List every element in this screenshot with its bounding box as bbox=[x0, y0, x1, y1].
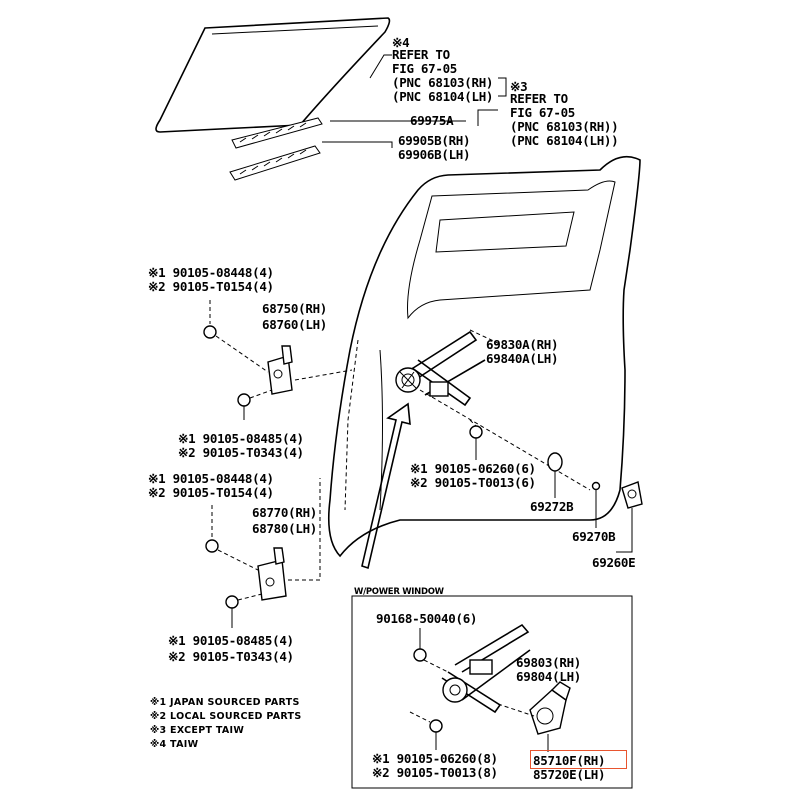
part-label-hinge-lower-lh[interactable]: 68780(LH) bbox=[252, 521, 318, 536]
regulator-bolt bbox=[469, 425, 483, 439]
hinge-bolt-lower-1 bbox=[205, 539, 219, 553]
pw-label-nut[interactable]: 90168-50040(6) bbox=[376, 611, 478, 626]
legend-item-3: ※3 EXCEPT TAIW bbox=[150, 725, 245, 736]
door-hinge-upper bbox=[267, 345, 293, 395]
clip-69272b bbox=[547, 452, 563, 472]
power-window-motor bbox=[529, 681, 571, 735]
power-window-box bbox=[351, 595, 633, 789]
power-window-title: W/POWER WINDOW bbox=[354, 587, 444, 597]
door-panel bbox=[327, 155, 641, 558]
ref-note-1-mark: ※4 bbox=[392, 35, 410, 50]
part-label-bolt-reg-a[interactable]: ※1 90105-06260(6) bbox=[410, 461, 536, 476]
part-label-bolt-mid-b[interactable]: ※2 90105-T0343(4) bbox=[178, 445, 304, 460]
ref-note-2-line3: (PNC 68103(RH)) bbox=[510, 119, 619, 134]
part-label-69906b[interactable]: 69906B(LH) bbox=[398, 147, 471, 162]
pw-label-bolt-a[interactable]: ※1 90105-06260(8) bbox=[372, 751, 498, 766]
pw-label-regulator-lh[interactable]: 69804(LH) bbox=[516, 669, 582, 684]
legend-item-4: ※4 TAIW bbox=[150, 739, 199, 750]
hinge-bolt-upper-1 bbox=[203, 325, 217, 339]
part-label-hinge-upper-lh[interactable]: 68760(LH) bbox=[262, 317, 328, 332]
part-label-bolt-bottom-a[interactable]: ※1 90105-08485(4) bbox=[168, 633, 294, 648]
ref-note-1-line1: REFER TO bbox=[392, 47, 450, 62]
part-label-bolt-bottom-b[interactable]: ※2 90105-T0343(4) bbox=[168, 649, 294, 664]
ref-note-2-line4: (PNC 68104(LH)) bbox=[510, 133, 619, 148]
handle-69260e bbox=[621, 481, 643, 509]
pin-69270b bbox=[591, 481, 601, 491]
part-label-hinge-lower-rh[interactable]: 68770(RH) bbox=[252, 505, 318, 520]
part-label-69270b[interactable]: 69270B bbox=[572, 529, 616, 544]
legend-item-2: ※2 LOCAL SOURCED PARTS bbox=[150, 711, 302, 722]
part-label-69975a[interactable]: 69975A bbox=[410, 113, 454, 128]
pw-label-motor-lh[interactable]: 85720E(LH) bbox=[533, 767, 606, 782]
assembly-arrow bbox=[361, 402, 411, 570]
part-label-69905b[interactable]: 69905B(RH) bbox=[398, 133, 471, 148]
ref-note-1-line4: (PNC 68104(LH) bbox=[392, 89, 494, 104]
part-label-bolt-upper-a[interactable]: ※1 90105-08448(4) bbox=[148, 265, 274, 280]
window-regulator-manual bbox=[395, 330, 486, 407]
part-label-bolt-lower-b[interactable]: ※2 90105-T0154(4) bbox=[148, 485, 274, 500]
part-label-hinge-upper-rh[interactable]: 68750(RH) bbox=[262, 301, 328, 316]
pw-label-regulator-rh[interactable]: 69803(RH) bbox=[516, 655, 582, 670]
ref-note-2-line1: REFER TO bbox=[510, 91, 568, 106]
part-label-bolt-upper-b[interactable]: ※2 90105-T0154(4) bbox=[148, 279, 274, 294]
part-label-regulator-rh[interactable]: 69830A(RH) bbox=[486, 337, 559, 352]
legend-item-1: ※1 JAPAN SOURCED PARTS bbox=[150, 697, 300, 708]
ref-note-1-line3: (PNC 68103(RH) bbox=[392, 75, 494, 90]
door-glass bbox=[155, 17, 391, 133]
pw-label-motor-rh[interactable]: 85710F(RH) bbox=[533, 753, 606, 768]
part-label-bolt-lower-a[interactable]: ※1 90105-08448(4) bbox=[148, 471, 274, 486]
ref-note-2-line2: FIG 67-05 bbox=[510, 105, 576, 120]
window-regulator-power bbox=[441, 623, 531, 714]
glass-run-strip-upper bbox=[231, 117, 323, 149]
part-label-69272b[interactable]: 69272B bbox=[530, 499, 574, 514]
part-label-bolt-reg-b[interactable]: ※2 90105-T0013(6) bbox=[410, 475, 536, 490]
ref-note-2-mark: ※3 bbox=[510, 79, 528, 94]
pw-nut bbox=[413, 648, 427, 662]
pw-label-bolt-b[interactable]: ※2 90105-T0013(8) bbox=[372, 765, 498, 780]
hinge-bolt-upper-2 bbox=[237, 393, 251, 407]
hinge-bolt-lower-2 bbox=[225, 595, 239, 609]
pw-bolt bbox=[429, 719, 443, 733]
part-label-bolt-mid-a[interactable]: ※1 90105-08485(4) bbox=[178, 431, 304, 446]
part-label-69260e[interactable]: 69260E bbox=[592, 555, 636, 570]
door-hinge-lower bbox=[257, 547, 287, 601]
highlight-box-85710f bbox=[530, 750, 627, 769]
glass-run-strip-lower bbox=[229, 145, 321, 181]
ref-note-1-line2: FIG 67-05 bbox=[392, 61, 458, 76]
part-label-regulator-lh[interactable]: 69840A(LH) bbox=[486, 351, 559, 366]
